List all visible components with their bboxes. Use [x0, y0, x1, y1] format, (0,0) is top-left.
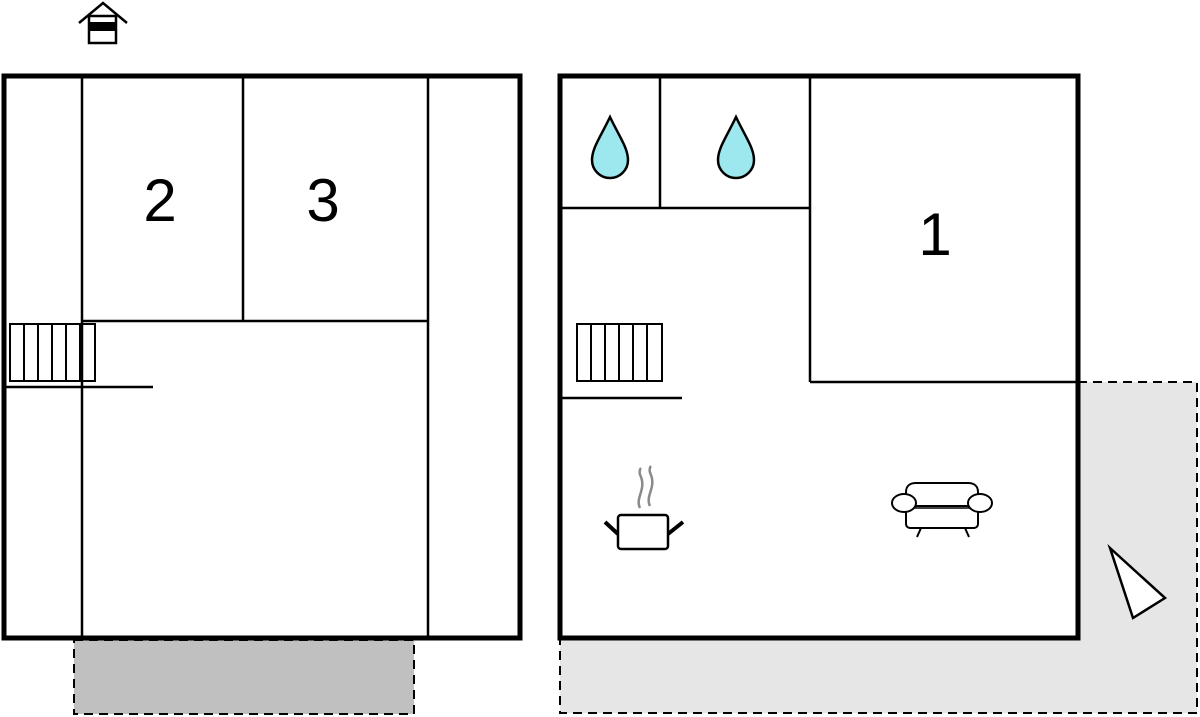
compass-arrow-icon [1107, 543, 1168, 620]
ground-floor: 1 [557, 73, 1081, 641]
staircase-icon [576, 323, 663, 382]
cooking-pot-icon [603, 465, 685, 551]
sofa-icon [891, 482, 993, 538]
covered-terrace [73, 639, 415, 715]
water-drop-icon [716, 114, 756, 180]
water-drop-icon [590, 114, 630, 180]
upper-floor-outer-wall [1, 73, 523, 641]
room-label-1: 1 [918, 201, 951, 268]
ground-floor-outer-wall [557, 73, 1081, 641]
room-label-3: 3 [306, 167, 339, 234]
room-label-2: 2 [143, 167, 176, 234]
upper-floor: 2 3 [1, 73, 523, 641]
house-entrance-icon [78, 1, 128, 45]
staircase-icon [9, 323, 96, 382]
